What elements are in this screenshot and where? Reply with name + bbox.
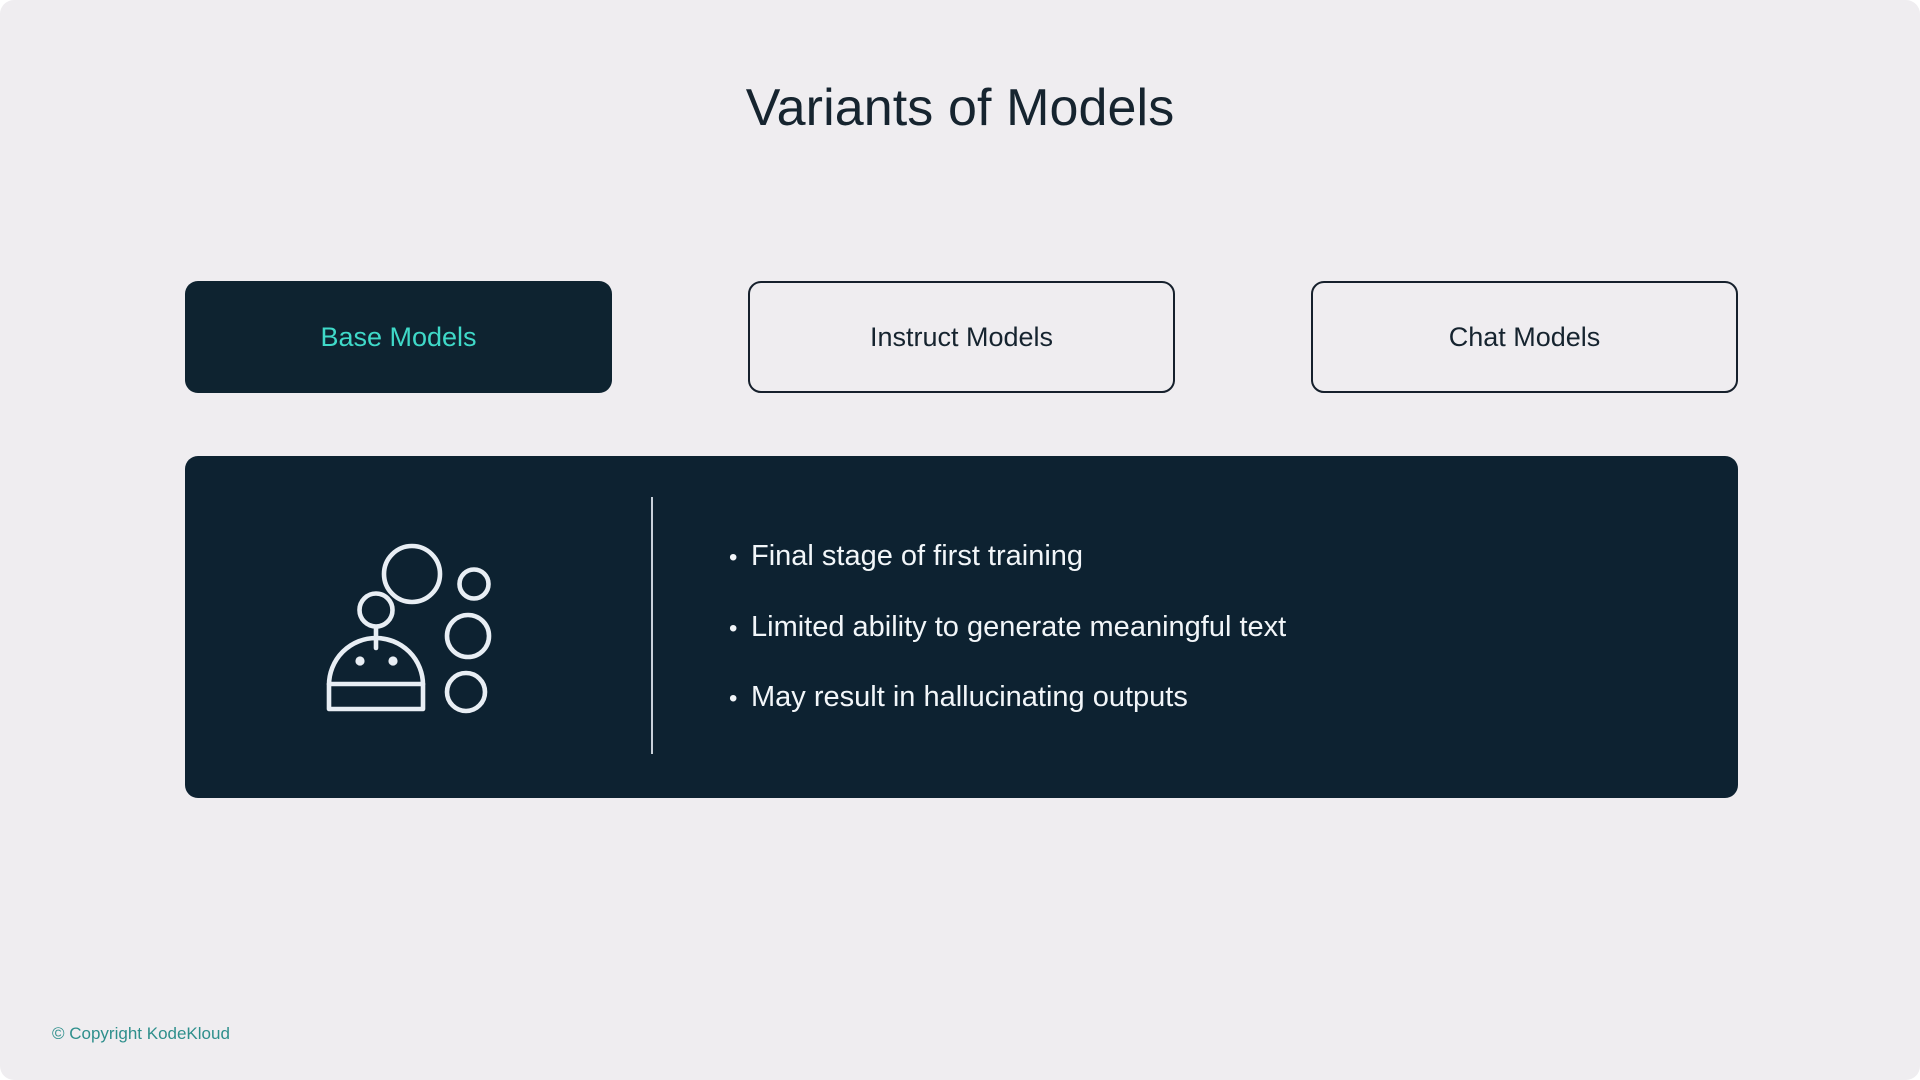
panel-icon-area [185,456,651,798]
base-models-detail-panel: • Final stage of first training • Limite… [185,456,1738,798]
list-item: • May result in hallucinating outputs [729,680,1698,715]
copyright-notice: © Copyright KodeKloud [52,1024,230,1043]
tab-instruct-models-label: Instruct Models [869,321,1054,352]
bullet-marker-icon: • [729,685,738,713]
robot-bubbles-icon [326,543,492,714]
list-item: • Limited ability to generate meaningful… [729,610,1698,645]
page-title: Variants of Models [745,79,1175,137]
tab-base-models-label: Base Models [320,321,477,352]
list-item: • Final stage of first training [729,539,1698,574]
bullet-marker-icon: • [729,614,738,642]
bullet-text: Final stage of first training [751,539,1084,572]
model-variant-tabs: Base Models Instruct Models Chat Models [185,281,1738,393]
tab-base-models[interactable]: Base Models [185,281,612,393]
bullet-text: May result in hallucinating outputs [751,681,1188,714]
tab-instruct-models[interactable]: Instruct Models [748,281,1175,393]
panel-vertical-divider [651,497,653,754]
bullet-marker-icon: • [729,543,738,571]
tab-chat-models-label: Chat Models [1448,321,1601,352]
bullet-text: Limited ability to generate meaningful t… [751,610,1287,643]
tab-chat-models[interactable]: Chat Models [1311,281,1738,393]
bullet-list: • Final stage of first training • Limite… [653,456,1738,798]
